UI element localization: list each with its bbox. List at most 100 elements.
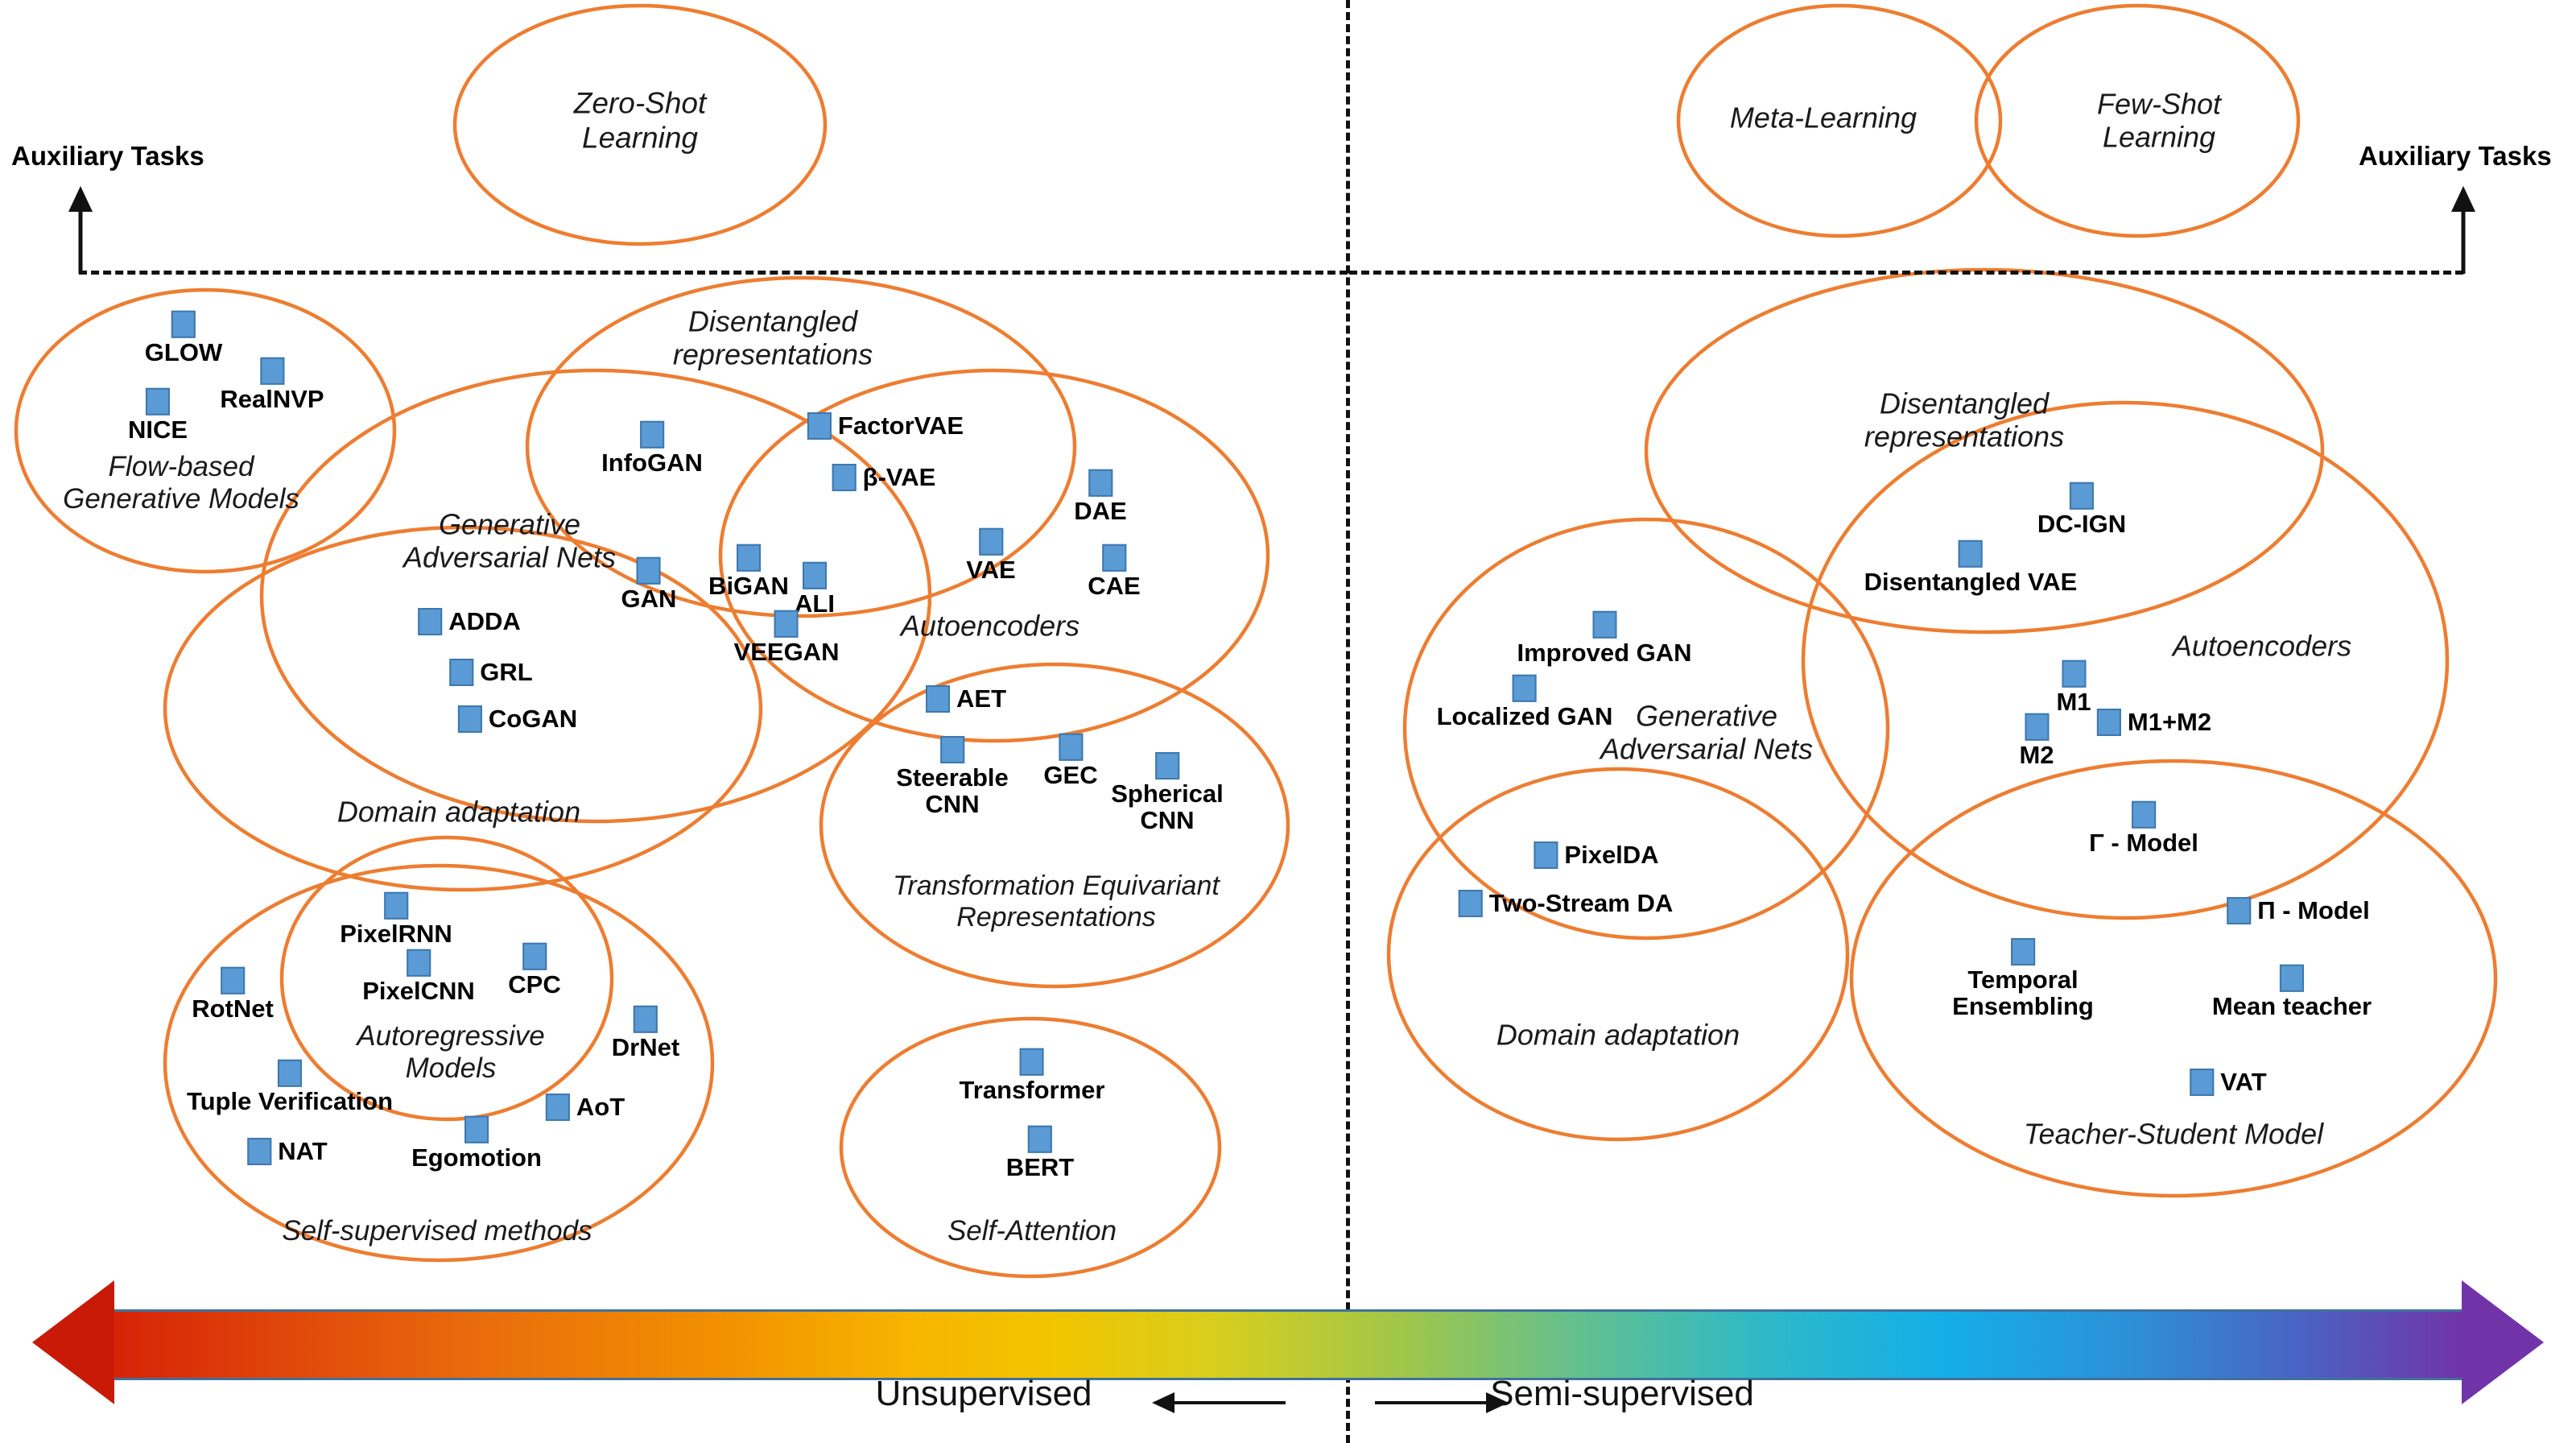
model-marker-icon [2024,713,2049,741]
model-node-label: PixelRNN [340,919,452,948]
model-node-label: FactorVAE [837,411,964,440]
model-node: M1+M2 [2096,709,2211,736]
model-node: Transformer [959,1048,1105,1104]
model-node: CoGAN [457,705,577,733]
group-label-autoregressive: Autoregressive Models [357,1019,545,1084]
model-node: RotNet [192,966,274,1023]
model-node: VEEGAN [734,610,839,665]
model-node-label: VAT [2220,1068,2267,1097]
model-node-label: ADDA [448,607,521,636]
model-marker-icon [1155,752,1179,780]
axis-arrow-left [68,186,93,274]
arrow-to-semisupervised [1375,1392,1509,1413]
model-marker-icon [522,942,547,970]
model-marker-icon [2010,938,2035,966]
model-node: M2 [2019,713,2054,768]
model-node-label: BiGAN [708,571,789,600]
model-node: VAT [2190,1068,2267,1097]
model-marker-icon [634,1005,658,1033]
model-marker-icon [939,736,964,764]
supervision-divider [1346,0,1350,1443]
model-node: BiGAN [708,544,789,599]
ellipse-autoregressive [279,835,614,1122]
model-node: Γ - Model [2089,800,2198,857]
label-unsupervised: Unsupervised [875,1374,1092,1413]
model-node: ADDA [418,608,521,635]
ellipse-flow-based [14,287,397,574]
model-node: Spherical CNN [1111,752,1224,834]
ellipse-few-shot [1974,3,2301,238]
model-marker-icon [978,527,1003,556]
model-node-label: Transformer [959,1075,1105,1104]
ellipse-domain-adaptation-left [163,525,763,892]
model-marker-icon [1101,544,1126,572]
model-node-label: Γ - Model [2089,828,2198,857]
model-node: Egomotion [411,1115,542,1172]
model-node-label: CPC [508,970,561,999]
model-marker-icon [736,544,761,572]
model-node: GRL [449,659,533,686]
model-node-label: GAN [621,584,677,613]
model-marker-icon [639,420,664,449]
model-node-label: Spherical CNN [1111,779,1224,835]
model-marker-icon [2070,482,2094,510]
model-marker-icon [545,1094,570,1121]
model-marker-icon [171,310,196,338]
model-node-label: Tuple Verification [186,1086,394,1115]
model-marker-icon [2227,897,2252,924]
model-marker-icon [259,357,284,385]
model-node-label: GLOW [144,337,223,366]
model-node-label: M2 [2019,740,2054,769]
model-marker-icon [807,412,832,440]
model-node-label: PixelDA [1564,841,1659,870]
ellipse-domain-adaptation-right [1386,767,1850,1142]
model-node-label: AoT [576,1093,625,1122]
model-node-label: VAE [966,555,1016,584]
model-node-label: InfoGAN [601,448,703,477]
spectrum-gradient [113,1309,2463,1380]
model-marker-icon [383,891,408,920]
ellipse-gan-right [1402,517,1890,941]
model-marker-icon [247,1138,272,1165]
group-label-transformation-equivariant: Transformation Equivariant Representatio… [893,870,1220,932]
model-node: Temporal Ensembling [1952,938,2094,1020]
model-marker-icon [1088,469,1113,497]
ellipse-disentangled-left [525,275,1077,618]
model-node-label: M1 [2056,687,2091,716]
ellipse-zero-shot [452,3,828,246]
model-node-label: Improved GAN [1517,638,1692,667]
model-node-label: Steerable CNN [896,763,1009,819]
model-node-label: RotNet [192,994,274,1023]
ellipse-meta-learning [1676,3,2003,238]
model-node-label: Egomotion [411,1143,542,1172]
model-node: Improved GAN [1517,610,1692,667]
model-marker-icon [1458,890,1483,917]
model-node-label: Two-Stream DA [1488,889,1674,918]
model-node: Disentangled VAE [1864,540,2077,595]
ellipse-self-attention [839,1016,1222,1279]
model-node: DAE [1074,469,1127,525]
group-label-autoencoders-r: Autoencoders [2172,629,2352,663]
model-node: DC-IGN [2037,482,2126,537]
model-node: Tuple Verification [186,1059,394,1115]
ellipse-autoencoders-right [1801,400,2450,920]
ellipse-disentangled-right [1644,267,2325,635]
group-label-teacher-student: Teacher-Student Model [2023,1117,2324,1151]
model-marker-icon [464,1115,489,1143]
model-marker-icon [774,610,799,638]
model-node-label: Π - Model [2257,896,2370,925]
model-node-label: DAE [1074,496,1127,525]
spectrum-arrow-left [32,1280,114,1404]
model-marker-icon [1059,733,1083,761]
group-label-domain-adaptation: Domain adaptation [336,795,581,829]
axis-label-left: Auxiliary Tasks [11,141,204,171]
model-marker-icon [406,949,431,977]
model-node-label: NICE [127,415,188,444]
model-node: GEC [1043,733,1098,788]
model-marker-icon [832,464,857,491]
model-node: GAN [621,556,677,613]
model-node-label: CAE [1088,571,1141,600]
model-node: InfoGAN [601,420,703,477]
model-marker-icon [278,1059,302,1087]
